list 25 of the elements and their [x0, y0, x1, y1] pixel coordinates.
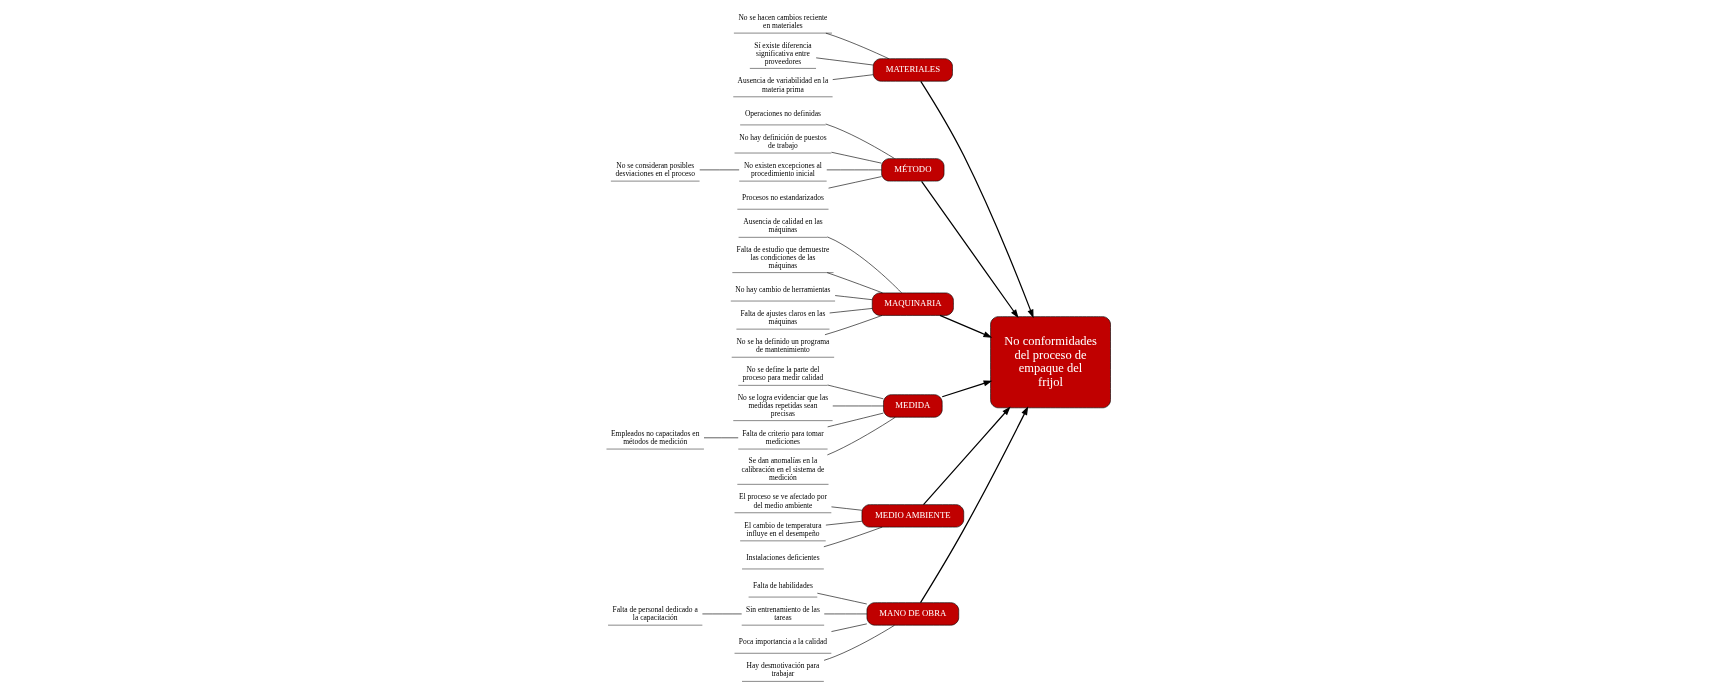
node-box: MANO DE OBRA — [866, 602, 960, 626]
connector — [823, 526, 883, 548]
node-box: MEDIO AMBIENTE — [861, 504, 965, 528]
node-box: MATERIALES — [872, 58, 953, 82]
node-box: No conformidades del proceso de empaque del frijol — [990, 316, 1111, 409]
connector — [826, 272, 883, 294]
connector — [825, 32, 890, 59]
arrow — [939, 314, 993, 338]
connector — [827, 384, 884, 400]
connector — [832, 405, 884, 407]
connector — [824, 315, 883, 336]
connector — [827, 416, 896, 456]
arrow — [919, 406, 1029, 604]
connector — [831, 151, 882, 164]
arrow — [941, 380, 993, 398]
node-box: MAQUINARIA — [871, 292, 954, 316]
node-box: MEDIDA — [883, 394, 943, 418]
connector — [823, 625, 895, 661]
connector — [825, 123, 895, 159]
connector — [826, 169, 882, 171]
arrow — [922, 406, 1011, 506]
connector — [829, 308, 873, 314]
arrow — [920, 80, 1034, 319]
node-box: MÉTODO — [881, 158, 945, 182]
arrow — [920, 180, 1019, 319]
